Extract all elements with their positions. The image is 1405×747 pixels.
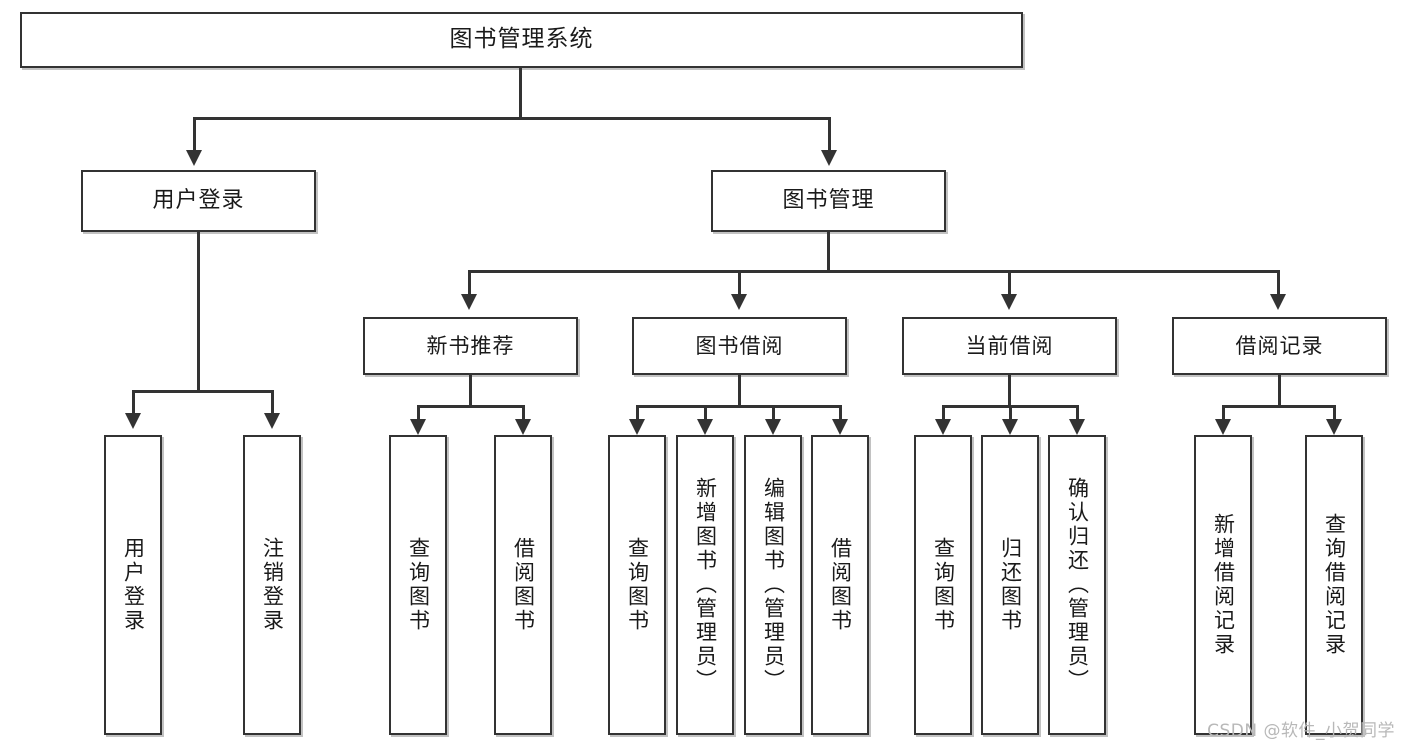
leaf-borrow-record-2[interactable]: 查询借阅记录 [1305, 435, 1363, 735]
node-label: 新增图书（管理员） [693, 477, 718, 693]
leaf-user-login-1[interactable]: 用户登录 [104, 435, 162, 735]
node-label: 新增借阅记录 [1211, 513, 1236, 657]
leaf-book-borrow-4[interactable]: 借阅图书 [811, 435, 869, 735]
node-label: 查询图书 [625, 537, 650, 633]
node-label: 确认归还（管理员） [1065, 477, 1090, 693]
edge-to-borrow-record [1277, 270, 1280, 296]
edge-book-borrow-drop-4 [839, 405, 842, 422]
arrow-book-borrow-leaf-1 [629, 419, 645, 435]
arrow-to-borrow-record [1270, 294, 1286, 310]
node-user-login[interactable]: 用户登录 [81, 170, 316, 232]
node-label: 借阅图书 [511, 537, 536, 633]
node-label: 查询图书 [931, 537, 956, 633]
arrow-user-login-leaf-2 [264, 413, 280, 429]
edge-borrow-record-bus [1222, 405, 1336, 408]
leaf-new-book-1[interactable]: 查询图书 [389, 435, 447, 735]
edge-new-book-drop-1 [417, 405, 420, 422]
leaf-new-book-2[interactable]: 借阅图书 [494, 435, 552, 735]
edge-level3-bus [468, 270, 1280, 273]
arrow-new-book-leaf-1 [410, 419, 426, 435]
edge-borrow-record-drop-1 [1222, 405, 1225, 422]
leaf-current-borrow-3[interactable]: 确认归还（管理员） [1048, 435, 1106, 735]
edge-book-mgmt-stem [827, 232, 830, 270]
leaf-book-borrow-3[interactable]: 编辑图书（管理员） [744, 435, 802, 735]
node-label: 图书管理系统 [449, 26, 594, 53]
edge-borrow-record-stem [1278, 375, 1281, 405]
node-label: 注销登录 [260, 537, 285, 633]
node-current-borrow[interactable]: 当前借阅 [902, 317, 1117, 375]
node-book-management[interactable]: 图书管理 [711, 170, 946, 232]
edge-new-book-drop-2 [522, 405, 525, 422]
node-label: 查询图书 [406, 537, 431, 633]
arrow-to-new-book [461, 294, 477, 310]
arrow-borrow-record-leaf-2 [1326, 419, 1342, 435]
node-new-book-recommend[interactable]: 新书推荐 [363, 317, 578, 375]
edge-user-login-drop-2 [271, 390, 274, 415]
edge-current-borrow-drop-3 [1076, 405, 1079, 422]
edge-level2-bus [193, 117, 831, 120]
leaf-book-borrow-2[interactable]: 新增图书（管理员） [676, 435, 734, 735]
leaf-user-login-2[interactable]: 注销登录 [243, 435, 301, 735]
edge-root-stem [519, 68, 522, 117]
edge-new-book-bus [417, 405, 525, 408]
edge-new-book-stem [469, 375, 472, 405]
edge-current-borrow-drop-1 [942, 405, 945, 422]
node-label: 图书借阅 [695, 333, 784, 358]
node-label: 新书推荐 [426, 333, 515, 358]
edge-to-user-login [193, 117, 196, 152]
node-label: 用户登录 [152, 188, 245, 214]
edge-book-borrow-stem [738, 375, 741, 405]
leaf-current-borrow-2[interactable]: 归还图书 [981, 435, 1039, 735]
edge-to-current-borrow [1008, 270, 1011, 296]
edge-to-book-mgmt [828, 117, 831, 152]
edge-current-borrow-drop-2 [1009, 405, 1012, 422]
edge-book-borrow-drop-2 [704, 405, 707, 422]
node-borrow-record[interactable]: 借阅记录 [1172, 317, 1387, 375]
edge-user-login-bus [132, 390, 274, 393]
node-label: 查询借阅记录 [1322, 513, 1347, 657]
edge-to-book-borrow [738, 270, 741, 296]
node-book-borrow[interactable]: 图书借阅 [632, 317, 847, 375]
arrow-to-current-borrow [1001, 294, 1017, 310]
arrow-new-book-leaf-2 [515, 419, 531, 435]
arrow-to-book-borrow [731, 294, 747, 310]
node-label: 用户登录 [121, 537, 146, 633]
node-label: 图书管理 [782, 188, 875, 214]
node-label: 借阅图书 [828, 537, 853, 633]
node-label: 编辑图书（管理员） [761, 477, 786, 693]
edge-book-borrow-bus [636, 405, 842, 408]
node-label: 当前借阅 [965, 333, 1054, 358]
arrow-to-book-mgmt [821, 150, 837, 166]
arrow-book-borrow-leaf-4 [832, 419, 848, 435]
arrow-current-borrow-leaf-3 [1069, 419, 1085, 435]
arrow-book-borrow-leaf-3 [765, 419, 781, 435]
arrow-user-login-leaf-1 [125, 413, 141, 429]
edge-user-login-drop-1 [132, 390, 135, 415]
edge-borrow-record-drop-2 [1333, 405, 1336, 422]
node-label: 归还图书 [998, 537, 1023, 633]
arrow-book-borrow-leaf-2 [697, 419, 713, 435]
edge-user-login-stem [197, 232, 200, 390]
arrow-to-user-login [186, 150, 202, 166]
node-root-system[interactable]: 图书管理系统 [20, 12, 1023, 68]
leaf-borrow-record-1[interactable]: 新增借阅记录 [1194, 435, 1252, 735]
edge-to-new-book [468, 270, 471, 296]
arrow-current-borrow-leaf-2 [1002, 419, 1018, 435]
node-label: 借阅记录 [1235, 333, 1324, 358]
csdn-watermark: CSDN @软件_小贺同学 [1207, 721, 1395, 741]
arrow-current-borrow-leaf-1 [935, 419, 951, 435]
edge-book-borrow-drop-1 [636, 405, 639, 422]
leaf-current-borrow-1[interactable]: 查询图书 [914, 435, 972, 735]
arrow-borrow-record-leaf-1 [1215, 419, 1231, 435]
edge-book-borrow-drop-3 [772, 405, 775, 422]
leaf-book-borrow-1[interactable]: 查询图书 [608, 435, 666, 735]
edge-current-borrow-stem [1008, 375, 1011, 405]
